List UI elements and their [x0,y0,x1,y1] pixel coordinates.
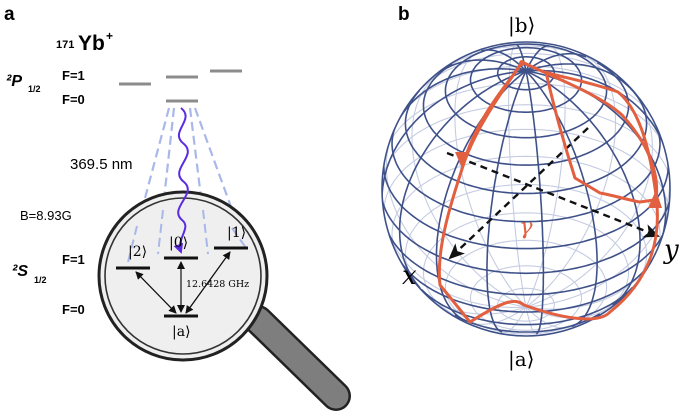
axis-x-line [448,127,589,260]
latitude-line [525,186,670,275]
longitude-line [398,70,527,289]
laser-beams-inner [127,209,247,263]
latitude-line [422,212,630,316]
s-term-symbol: ²S [12,263,28,280]
latitude-line [454,314,526,333]
path-gamma-right-leg [521,60,659,201]
latitude-line [391,122,527,223]
longitude-line [486,70,527,333]
latitude-line [404,89,527,195]
p-f0-label: F=0 [62,92,85,107]
magnifier-handle [245,307,349,409]
latitude-line [382,104,670,192]
longitude-line [394,68,527,126]
path-gamma [437,60,659,324]
longitude-line [525,306,537,335]
panel-b-label: b [398,4,410,25]
latitude-line [526,62,630,166]
path-gamma-arrow-right [648,190,662,208]
latitude-line [526,151,670,250]
wavelength-label: 369.5 nm [70,156,133,173]
longitude-line [525,157,670,308]
latitude-line [525,119,661,223]
ket-1-label: |1⟩ [227,225,246,241]
latitude-line [384,82,667,155]
s-f1-label: F=1 [62,252,85,267]
path-gamma-arrow-left [455,152,468,168]
panel-a: a 171 Yb + ²P 1/2 F=1 F=0 369.5 nm B=8.9… [4,4,351,411]
p-term-subscript: 1/2 [28,84,41,94]
longitude-line [508,43,527,308]
path-gamma-label: γ [519,215,533,240]
ion-charge: + [106,29,113,43]
longitude-line [525,44,549,72]
ket-b-top-label: |b⟩ [508,13,535,38]
latitude-line [382,154,526,250]
ket-a-label: |a⟩ [172,324,191,340]
latitude-line [525,87,648,195]
north-pole-marker [519,60,525,66]
latitude-line [525,223,668,296]
longitude-line [480,49,527,72]
panel-b: b γ |b⟩ |a⟩ x y [381,4,679,372]
ket-a-bottom-label: |a⟩ [508,347,534,372]
field-label: B=8.93G [20,208,72,223]
bloch-sphere-outline [381,41,671,337]
longitude-line [525,70,641,306]
latitude-line [382,191,527,275]
ion-symbol: Yb [78,32,105,55]
s-term-subscript: 1/2 [34,275,47,285]
path-gamma-left-leg [461,61,524,165]
axes [446,127,660,260]
longitude-line [525,87,653,308]
ket-0-label: |0⟩ [169,235,188,251]
longitude-line [525,56,617,308]
longitude-line [411,70,527,308]
longitude-line [525,52,587,72]
axis-y-line [446,151,660,238]
longitude-line [525,63,631,89]
emission-arrow [173,107,189,254]
path-gamma-curve [437,61,659,324]
longitude-line [525,70,545,335]
p-f1-label: F=1 [62,68,85,83]
longitude-line [525,45,566,308]
longitude-line [502,306,527,333]
axis-y-label: y [663,235,679,265]
axis-x-label: x [402,261,417,291]
panel-a-label: a [4,4,15,25]
isotope-mass: 171 [56,39,74,51]
magnifier-lens-inner [104,197,262,355]
ket-2-label: |2⟩ [128,244,147,260]
longitude-line [382,70,527,218]
transition-arrows [135,251,231,314]
latitude-line [422,63,526,166]
longitude-line [440,59,527,73]
latitude-line [385,226,527,296]
longitude-line [385,125,527,308]
s-f0-label: F=0 [62,302,85,317]
p-term-symbol: ²P [6,73,22,90]
splitting-label: 12.6428 GHz [186,279,249,290]
latitude-line [404,183,648,290]
